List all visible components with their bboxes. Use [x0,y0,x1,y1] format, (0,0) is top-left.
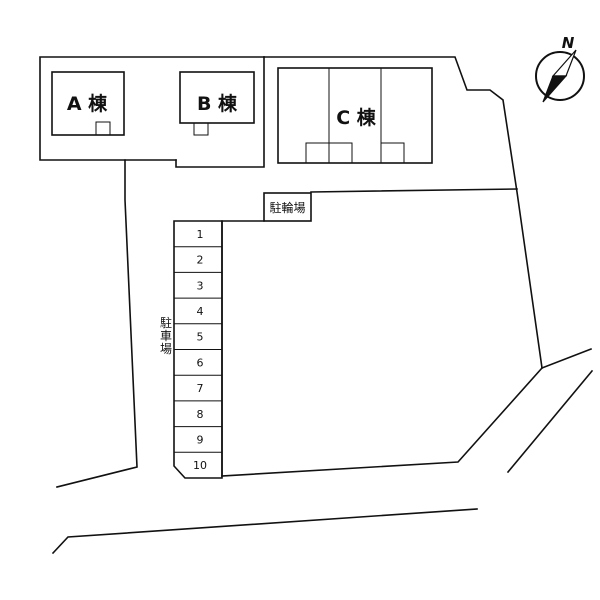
building-b-label: B 棟 [197,92,238,115]
bicycle-parking-label: 駐輪場 [269,200,305,215]
parking-slot-number: 9 [197,433,204,446]
road [51,347,594,555]
parking-slot-number: 7 [197,382,204,395]
right-plot [221,56,544,477]
parking-slot-number: 3 [197,279,204,292]
parking-slot-number: 5 [197,331,204,344]
parking-label-char-2: 車 [160,329,172,343]
building-c-label: C 棟 [336,106,377,129]
parking-slot-number: 4 [197,305,204,318]
parking-lot: 1 2 3 4 5 6 7 8 9 10 駐 車 場 [160,220,265,479]
parking-label-char-3: 場 [160,342,172,356]
parking-slot-number: 8 [197,408,204,421]
building-b: B 棟 [179,71,255,136]
compass-icon: N [535,34,585,103]
parking-slot-dividers [174,246,222,453]
bicycle-parking: 駐輪場 [263,192,312,222]
parking-slot-number: 6 [197,356,204,369]
building-a-label: A 棟 [67,92,108,115]
compass-north-label: N [562,34,575,52]
parking-slot-number: 10 [193,459,207,472]
parking-slot-number: 2 [197,254,204,267]
building-a: A 棟 [51,71,125,136]
building-c: C 棟 [277,67,433,164]
parking-slot-number: 1 [197,228,204,241]
parking-label-char-1: 駐 [160,315,172,330]
parking-slot-numbers: 1 2 3 4 5 6 7 8 9 10 [193,228,207,472]
left-plot [39,56,265,488]
